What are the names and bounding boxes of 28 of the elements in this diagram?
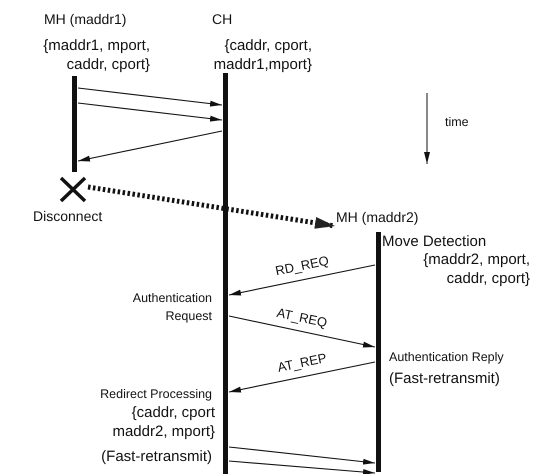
cross-mark	[59, 176, 87, 203]
message-arrow	[78, 130, 222, 162]
event-label: Authentication Reply	[389, 349, 504, 366]
event-label: Authentication Request	[132, 290, 212, 325]
event-label: Disconnect	[33, 207, 102, 226]
lifeline-heading: MH (maddr1)	[44, 10, 126, 29]
message-arrow	[228, 361, 376, 393]
message-arrow	[228, 446, 376, 465]
lifeline-heading: CH	[212, 10, 232, 29]
event-label: Redirect Processing	[99, 386, 212, 403]
address-tuple: {maddr1, mport, caddr, cport}	[42, 36, 150, 74]
message-arrow	[78, 102, 222, 122]
address-tuple: {maddr2, mport, caddr, cport}	[422, 250, 530, 288]
message-arrow	[228, 460, 376, 474]
note-label: (Fast-retransmit)	[389, 369, 500, 388]
message-arrow	[228, 264, 376, 296]
lifeline-bar	[72, 76, 77, 172]
event-label: Move Detection	[382, 232, 486, 251]
lifeline-heading: MH (maddr2)	[336, 208, 418, 227]
message-arrow	[78, 87, 222, 107]
message-arrow	[88, 184, 336, 229]
lifeline-bar	[223, 73, 228, 474]
axis-label: time	[445, 114, 469, 131]
message-arrow	[228, 315, 376, 348]
note-label: (Fast-retransmit)	[100, 447, 212, 466]
address-tuple: {caddr, cport, maddr1,mport}	[212, 36, 312, 74]
address-tuple: {caddr, cport maddr2, mport}	[111, 403, 215, 441]
lifeline-bar	[376, 232, 381, 472]
